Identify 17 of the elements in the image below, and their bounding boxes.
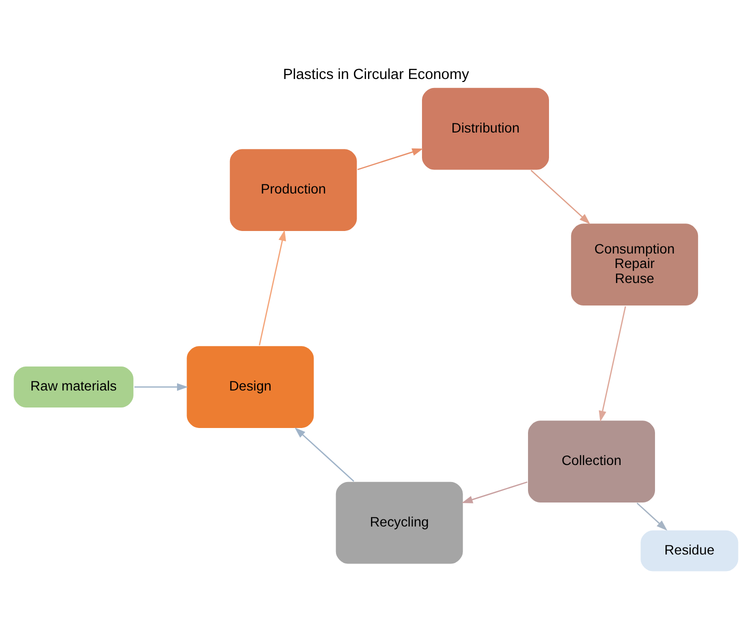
diagram-title: Plastics in Circular Economy [282, 66, 469, 83]
arrow [356, 148, 423, 170]
arrow [294, 426, 354, 482]
node-box: Collection [526, 419, 656, 504]
node-box: Raw materials [12, 365, 134, 408]
arrow [258, 229, 286, 345]
node-box: Consumption Repair Reuse [570, 222, 699, 306]
node-box: Recycling [334, 480, 464, 564]
node-box: Residue [639, 528, 739, 572]
arrow [530, 169, 590, 224]
node-box: Production [228, 148, 358, 232]
arrow [461, 480, 527, 503]
node-box: Design [185, 344, 314, 428]
arrow [598, 306, 626, 422]
arrow [636, 502, 667, 530]
node-box: Distribution [420, 86, 550, 170]
arrow [134, 382, 188, 390]
